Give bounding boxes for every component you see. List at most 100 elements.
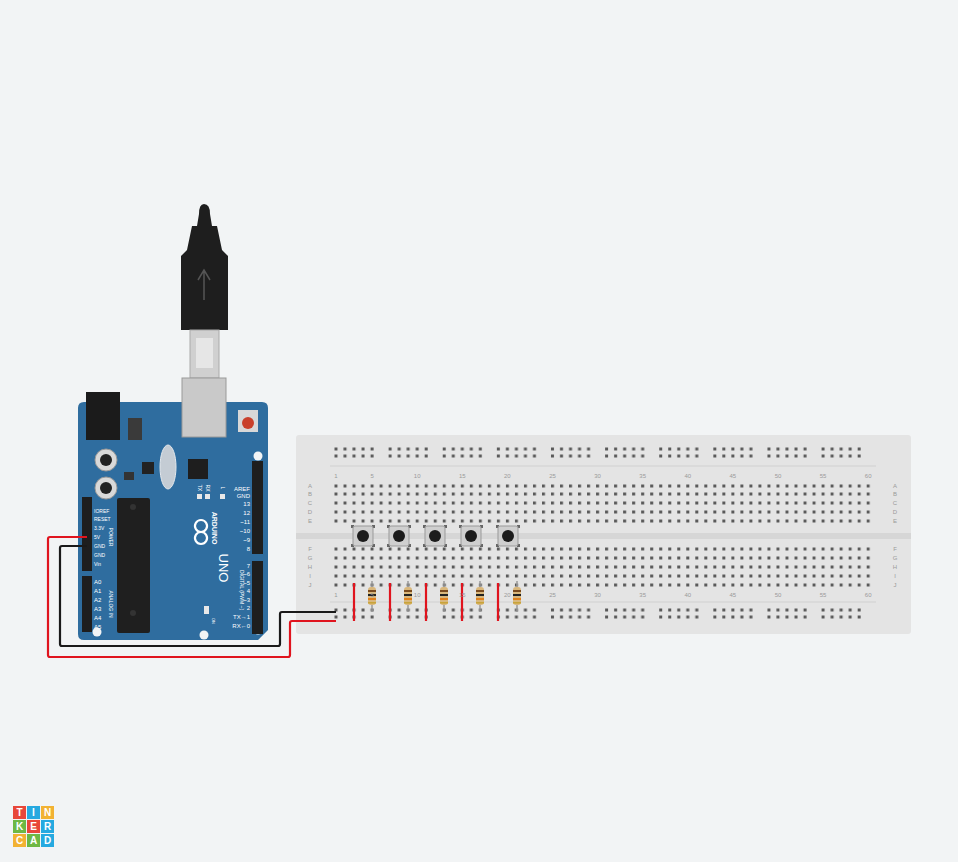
row-letter: A — [893, 483, 897, 489]
arduino-uno-board — [78, 378, 268, 640]
pin-label: 8 — [247, 546, 250, 552]
column-number: 40 — [684, 473, 691, 479]
row-letter: G — [893, 555, 898, 561]
column-number: 15 — [459, 473, 466, 479]
pin-label: AREF — [234, 486, 250, 492]
jumper-wires — [354, 583, 498, 621]
row-letter: B — [893, 491, 897, 497]
model-name: UNO — [217, 554, 230, 583]
logo-letter: K — [16, 822, 23, 832]
pin-label: 4 — [247, 588, 250, 594]
column-number: 55 — [820, 592, 827, 598]
row-letter: C — [308, 500, 312, 506]
row-letter: E — [308, 518, 312, 524]
pin-label: 5V — [94, 535, 100, 540]
pin-label: ~6 — [243, 571, 250, 577]
led-label: TX — [197, 485, 202, 491]
pin-label: A5 — [94, 624, 101, 630]
column-number: 35 — [639, 473, 646, 479]
logo-letter: N — [44, 808, 51, 818]
column-number: 5 — [370, 592, 373, 598]
row-letter: J — [309, 582, 312, 588]
row-letter: B — [308, 491, 312, 497]
led-label: RX — [205, 485, 210, 492]
pin-label: Vin — [94, 562, 101, 567]
header-title: ANALOG IN — [108, 590, 113, 617]
usb-cable — [181, 204, 228, 378]
pin-label: A4 — [94, 615, 101, 621]
row-letter: E — [893, 518, 897, 524]
pin-label: ~10 — [240, 528, 250, 534]
header-title: POWER — [108, 528, 113, 547]
column-number: 45 — [730, 592, 737, 598]
column-number: 20 — [504, 592, 511, 598]
column-number: 25 — [549, 592, 556, 598]
column-number: 35 — [639, 592, 646, 598]
column-number: 55 — [820, 473, 827, 479]
pin-label: 13 — [243, 501, 250, 507]
column-number: 40 — [684, 592, 691, 598]
row-letter: H — [308, 564, 312, 570]
pushbuttons — [351, 525, 520, 547]
pin-label: GND — [94, 544, 105, 549]
column-number: 10 — [414, 592, 421, 598]
row-letter: C — [893, 500, 897, 506]
column-number: 50 — [775, 473, 782, 479]
row-letter: H — [893, 564, 897, 570]
pin-label: ~11 — [240, 519, 250, 525]
pin-label: IOREF — [94, 509, 109, 514]
column-number: 20 — [504, 473, 511, 479]
pin-label: ~3 — [243, 597, 250, 603]
brand-name: ARDUINO — [211, 512, 218, 545]
row-letter: G — [308, 555, 313, 561]
logo-letter: E — [30, 822, 37, 832]
pin-label: A0 — [94, 579, 101, 585]
pin-label: RX←0 — [232, 623, 250, 629]
pin-label: A2 — [94, 597, 101, 603]
column-number: 10 — [414, 473, 421, 479]
pin-label: GND — [94, 553, 105, 558]
row-letter: J — [894, 582, 897, 588]
pin-label: GND — [237, 493, 250, 499]
row-letter: D — [308, 509, 312, 515]
led-label: L — [220, 487, 225, 490]
pin-label: A1 — [94, 588, 101, 594]
logo-letter: T — [16, 808, 22, 818]
tinkercad-logo — [13, 806, 54, 847]
column-number: 60 — [865, 473, 872, 479]
pin-label: 7 — [247, 563, 250, 569]
logo-letter: R — [44, 822, 51, 832]
resistor-symbols — [368, 581, 521, 612]
row-letter: F — [893, 546, 897, 552]
column-number: 30 — [594, 473, 601, 479]
column-number: 5 — [370, 473, 373, 479]
pin-label: 12 — [243, 510, 250, 516]
column-number: 60 — [865, 592, 872, 598]
pin-label: ~9 — [243, 537, 250, 543]
pin-label: RESET — [94, 517, 111, 522]
row-letter: I — [309, 573, 311, 579]
header-title: DIGITAL (PWM ~) — [239, 570, 244, 610]
column-number: 30 — [594, 592, 601, 598]
logo-letter: D — [44, 836, 51, 846]
led-label: ON — [211, 618, 215, 624]
column-number: 45 — [730, 473, 737, 479]
pin-label: ~5 — [243, 580, 250, 586]
logo-letter: A — [30, 836, 37, 846]
row-letter: D — [893, 509, 897, 515]
row-letter: I — [894, 573, 896, 579]
logo-letter: C — [16, 836, 23, 846]
breadboard — [296, 435, 911, 634]
pin-label: 2 — [247, 605, 250, 611]
pin-label: TX→1 — [233, 614, 250, 620]
column-number: 50 — [775, 592, 782, 598]
column-number: 15 — [459, 592, 466, 598]
row-letter: A — [308, 483, 312, 489]
pin-label: A3 — [94, 606, 101, 612]
logo-letter: I — [32, 808, 35, 818]
power-wires — [48, 537, 336, 657]
column-number: 25 — [549, 473, 556, 479]
pin-label: 3.3V — [94, 526, 104, 531]
column-number: 1 — [334, 592, 337, 598]
